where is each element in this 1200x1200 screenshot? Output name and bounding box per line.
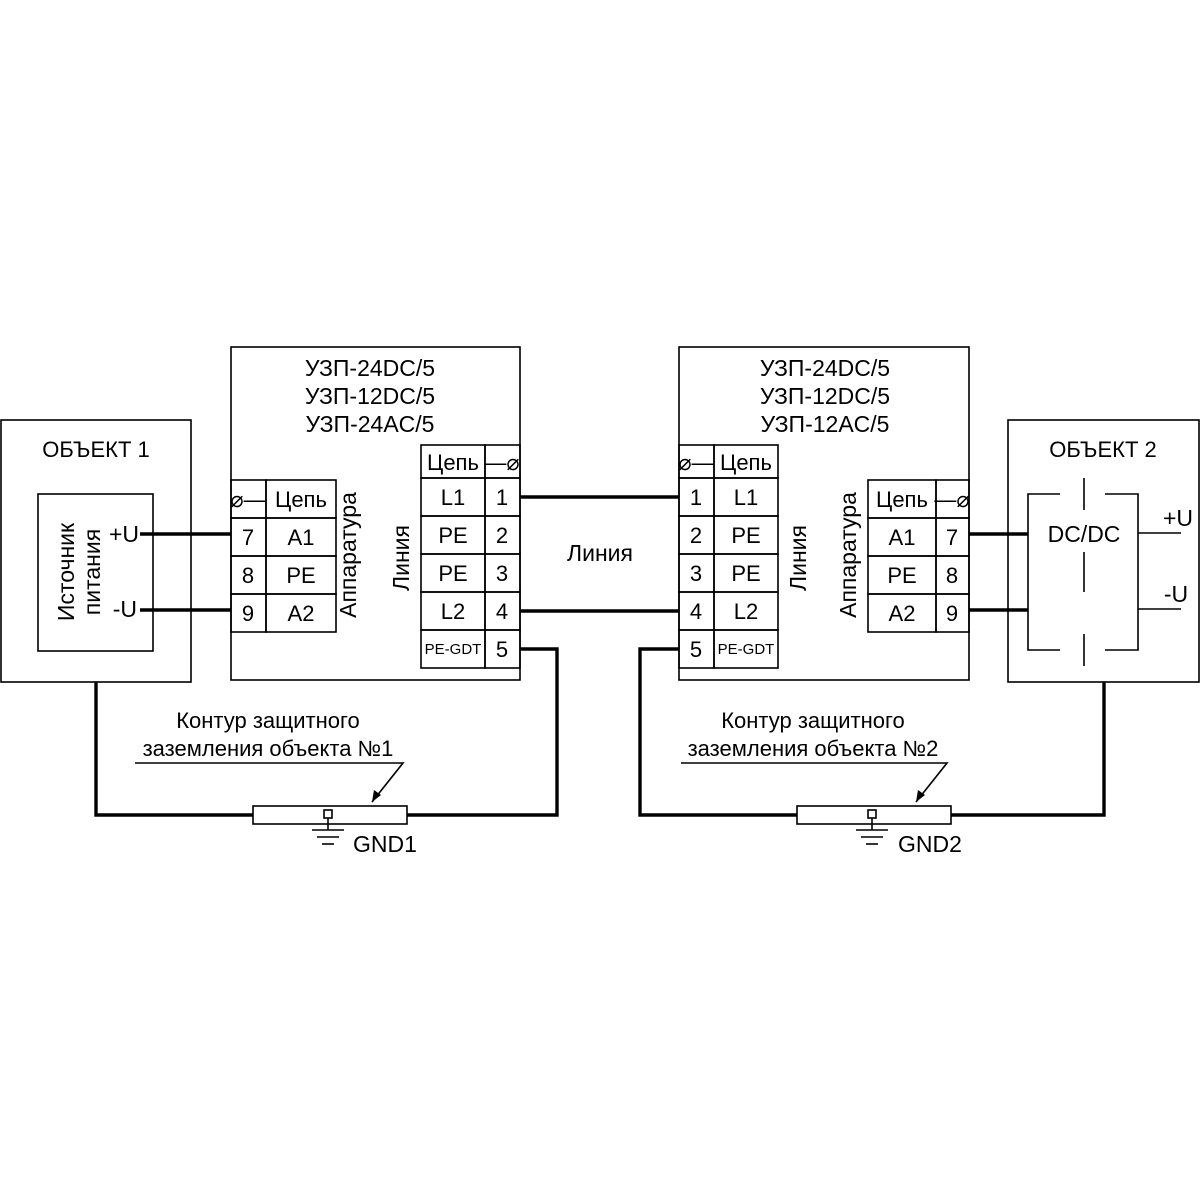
device-2-model-1: УЗП-24DC/5 bbox=[760, 355, 890, 381]
device-1: УЗП-24DC/5 УЗП-12DC/5 УЗП-24AC/5 ⌀— Цепь… bbox=[230, 346, 521, 681]
terminal-pin: 9 bbox=[242, 601, 254, 626]
device-1-line-terminals: Цепь —⌀ L1 1 PE 2 PE 3 L2 4 PE-GDT 5 bbox=[420, 444, 521, 669]
device-2-equipment-terminals: Цепь —⌀ A1 7 PE 8 A2 9 bbox=[867, 479, 970, 633]
terminal-circuit: PE-GDT bbox=[425, 641, 482, 658]
converter-label: DC/DC bbox=[1048, 521, 1121, 547]
terminal-circuit: PE bbox=[887, 563, 916, 588]
dc-dc-converter-symbol bbox=[1027, 478, 1181, 666]
line-label: Линия bbox=[567, 540, 633, 566]
wire-object-1-ground bbox=[94, 682, 253, 817]
terminal-icon: —⌀ bbox=[934, 487, 969, 512]
source-minus-label: -U bbox=[113, 596, 137, 622]
ground-2-leader-line bbox=[681, 762, 949, 803]
terminal-pin: 4 bbox=[496, 599, 508, 624]
ground-1-caption-2: заземления объекта №1 bbox=[143, 736, 394, 761]
device-2-line-terminals: ⌀— Цепь 1 L1 2 PE 3 PE 4 L2 5 PE-GDT bbox=[678, 444, 779, 669]
terminal-circuit: L1 bbox=[734, 485, 758, 510]
converter-plus-label: +U bbox=[1163, 505, 1193, 531]
power-source-label-2: питания bbox=[79, 529, 105, 615]
ground-2-caption-1: Контур защитного bbox=[721, 708, 905, 733]
device-1-model-2: УЗП-12DC/5 bbox=[305, 383, 435, 409]
terminal-icon: ⌀— bbox=[678, 450, 713, 475]
ground-bar-2 bbox=[796, 805, 952, 825]
header-circuit: Цепь bbox=[720, 450, 772, 475]
object-2: ОБЪЕКТ 2 DC/DC +U -U bbox=[1007, 419, 1200, 683]
wire-object-2-ground bbox=[951, 682, 1106, 817]
ground-2-label: GND2 bbox=[898, 831, 962, 857]
device-1-model-1: УЗП-24DC/5 bbox=[305, 355, 435, 381]
terminal-pin: 9 bbox=[946, 601, 958, 626]
source-plus-label: +U bbox=[109, 521, 139, 547]
terminal-circuit: L2 bbox=[441, 599, 465, 624]
object-2-title: ОБЪЕКТ 2 bbox=[1049, 437, 1157, 462]
terminal-icon: —⌀ bbox=[484, 450, 519, 475]
device-2-model-3: УЗП-12AC/5 bbox=[761, 411, 890, 437]
header-circuit: Цепь bbox=[876, 487, 928, 512]
header-circuit: Цепь bbox=[427, 450, 479, 475]
terminal-circuit: A1 bbox=[288, 525, 315, 550]
ground-icon bbox=[312, 818, 344, 845]
ground-terminal-1 bbox=[323, 809, 333, 819]
terminal-pin: 8 bbox=[946, 563, 958, 588]
terminal-circuit: PE bbox=[438, 561, 467, 586]
ground-1-caption-1: Контур защитного bbox=[176, 708, 360, 733]
terminal-circuit: A2 bbox=[288, 601, 315, 626]
terminal-circuit: PE bbox=[731, 561, 760, 586]
terminal-pin: 2 bbox=[496, 523, 508, 548]
terminal-pin: 5 bbox=[496, 637, 508, 662]
ground-2-caption-2: заземления объекта №2 bbox=[688, 736, 939, 761]
ground-1-label: GND1 bbox=[353, 831, 417, 857]
wire-pe-gdt-2 bbox=[638, 647, 797, 817]
terminal-circuit: A2 bbox=[889, 601, 916, 626]
ground-1-arrowhead bbox=[372, 790, 381, 802]
terminal-circuit: L1 bbox=[441, 485, 465, 510]
terminal-pin: 4 bbox=[690, 599, 702, 624]
object-1-title: ОБЪЕКТ 1 bbox=[42, 437, 150, 462]
wire-pe-gdt-1 bbox=[407, 647, 559, 817]
power-source-box bbox=[37, 493, 154, 652]
terminal-pin: 3 bbox=[496, 561, 508, 586]
device-2-equipment-side-label: Аппаратура bbox=[835, 492, 861, 618]
power-source-label-1: Источник bbox=[53, 522, 79, 621]
ground-terminal-2 bbox=[867, 809, 877, 819]
terminal-circuit: PE bbox=[286, 563, 315, 588]
terminal-pin: 1 bbox=[496, 485, 508, 510]
terminal-pin: 1 bbox=[690, 485, 702, 510]
wires bbox=[94, 495, 1106, 817]
terminal-pin: 3 bbox=[690, 561, 702, 586]
ground-1-leader-line bbox=[135, 762, 405, 803]
terminal-icon: ⌀— bbox=[230, 487, 265, 512]
ground-icon bbox=[856, 818, 888, 845]
device-1-equipment-terminals: ⌀— Цепь 7 A1 8 PE 9 A2 bbox=[230, 479, 337, 633]
terminal-circuit: PE bbox=[731, 523, 760, 548]
device-2: УЗП-24DC/5 УЗП-12DC/5 УЗП-12AC/5 ⌀— Цепь… bbox=[678, 346, 970, 681]
terminal-pin: 5 bbox=[690, 637, 702, 662]
terminal-circuit: L2 bbox=[734, 599, 758, 624]
terminal-pin: 8 bbox=[242, 563, 254, 588]
device-2-model-2: УЗП-12DC/5 bbox=[760, 383, 890, 409]
ground-2-arrowhead bbox=[916, 790, 925, 802]
converter-minus-label: -U bbox=[1164, 581, 1188, 607]
ground-2: GND2 Контур защитного заземления объекта… bbox=[681, 708, 962, 857]
device-1-equipment-side-label: Аппаратура bbox=[335, 492, 361, 618]
terminal-circuit: A1 bbox=[889, 525, 916, 550]
ground-1: GND1 Контур защитного заземления объекта… bbox=[135, 708, 417, 857]
terminal-pin: 7 bbox=[242, 525, 254, 550]
object-1: ОБЪЕКТ 1 Источник питания +U -U bbox=[0, 419, 192, 683]
ground-bar-1 bbox=[252, 805, 408, 825]
terminal-circuit: PE-GDT bbox=[718, 641, 775, 658]
terminal-pin: 2 bbox=[690, 523, 702, 548]
terminal-pin: 7 bbox=[946, 525, 958, 550]
device-2-line-side-label: Линия bbox=[785, 525, 811, 591]
device-1-line-side-label: Линия bbox=[388, 525, 414, 591]
terminal-circuit: PE bbox=[438, 523, 467, 548]
device-1-model-3: УЗП-24AC/5 bbox=[306, 411, 435, 437]
header-circuit: Цепь bbox=[275, 487, 327, 512]
